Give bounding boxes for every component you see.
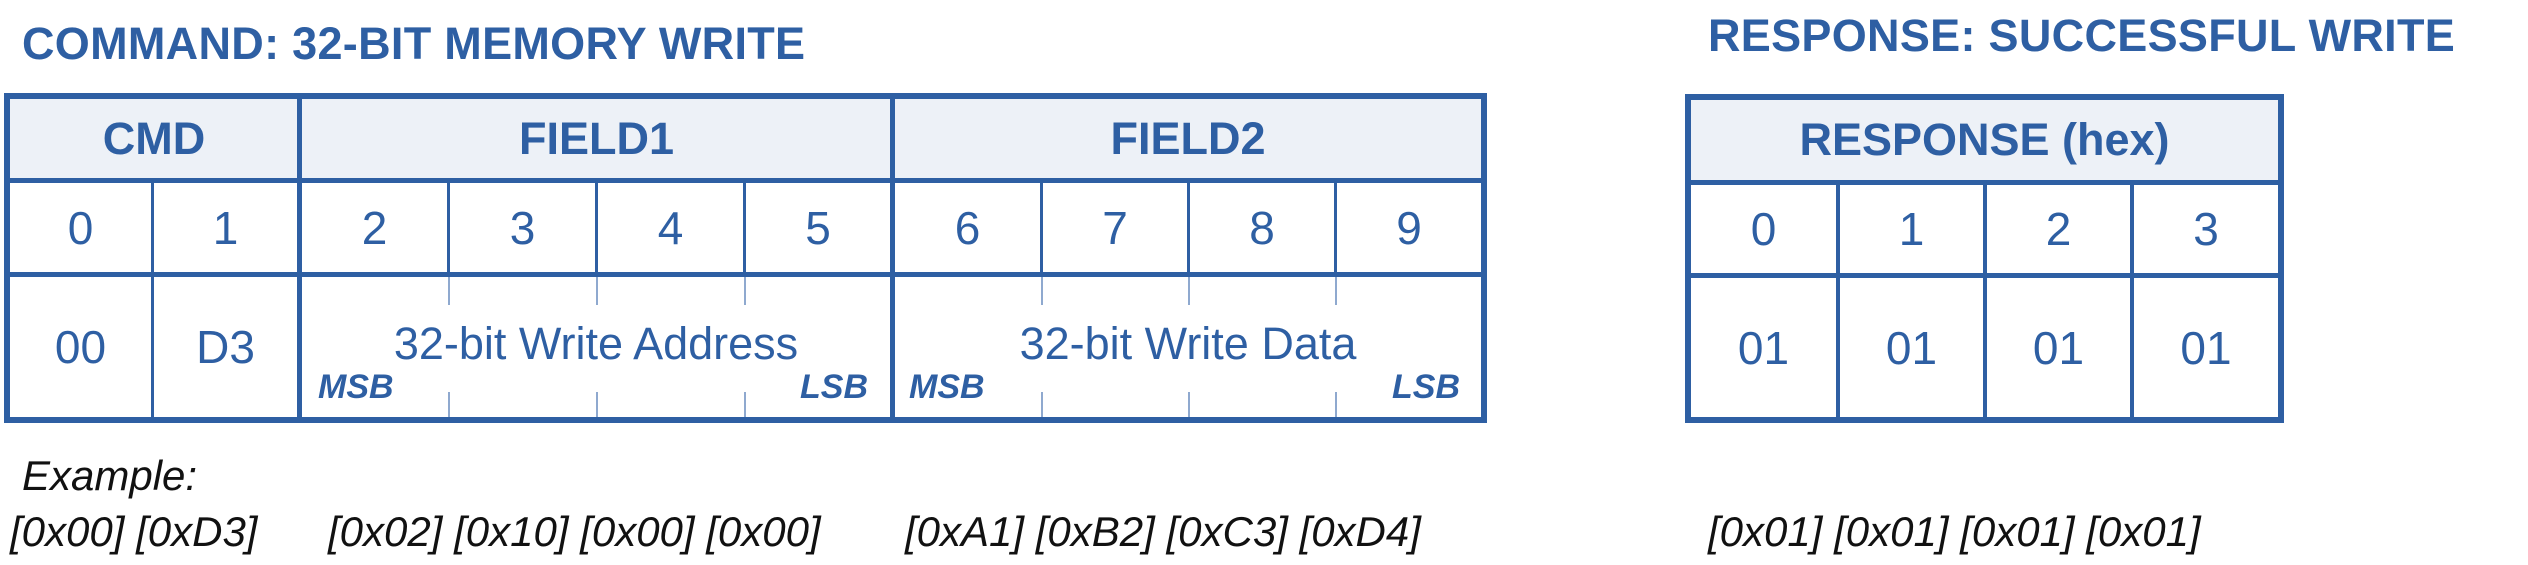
response-value-3: 01 — [2180, 321, 2232, 374]
byte-index-5: 5 — [805, 201, 831, 254]
field1-lsb-label: LSB — [800, 368, 868, 406]
command-title: COMMAND: 32-BIT MEMORY WRITE — [22, 18, 806, 69]
example-field1-bytes: [0x02] [0x10] [0x00] [0x00] — [328, 508, 821, 555]
byte-index-3: 3 — [509, 201, 536, 254]
field2-msb-label: MSB — [909, 368, 985, 406]
response-index-3: 3 — [2193, 203, 2219, 255]
group-divider-field1-field2 — [890, 99, 895, 417]
byte-tick — [596, 392, 598, 417]
row-divider — [10, 272, 1481, 277]
byte-tick — [744, 392, 746, 417]
byte-tick — [1041, 392, 1043, 417]
field1-description: 32-bit Write Address — [393, 318, 799, 369]
response-value-2: 01 — [2032, 321, 2085, 374]
response-byte-divider — [2130, 185, 2134, 417]
cmd-value-1: D3 — [196, 321, 255, 373]
header-field1: FIELD1 — [302, 99, 891, 183]
response-byte-divider — [1836, 185, 1840, 417]
byte-index-6: 6 — [954, 201, 981, 254]
byte-index-2: 2 — [361, 201, 388, 254]
byte-tick — [448, 392, 450, 417]
byte-index-1: 1 — [212, 201, 239, 254]
response-table — [1685, 94, 2284, 423]
byte-divider — [151, 183, 154, 417]
response-title: RESPONSE: SUCCESSFUL WRITE — [1708, 10, 2456, 61]
byte-divider — [1040, 183, 1043, 272]
response-index-0: 0 — [1750, 203, 1777, 255]
byte-divider — [1334, 183, 1337, 272]
byte-tick — [1335, 392, 1337, 417]
byte-index-9: 9 — [1396, 201, 1422, 254]
byte-divider — [743, 183, 746, 272]
example-label: Example: — [22, 452, 198, 499]
byte-tick — [1335, 277, 1337, 305]
byte-tick — [1188, 392, 1190, 417]
response-index-2: 2 — [2045, 203, 2072, 255]
response-value-0: 01 — [1737, 321, 1790, 374]
byte-index-7: 7 — [1102, 201, 1128, 254]
header-field2: FIELD2 — [895, 99, 1481, 183]
example-cmd-bytes: [0x00] [0xD3] — [10, 508, 258, 555]
byte-tick — [744, 277, 746, 305]
field2-lsb-label: LSB — [1392, 368, 1460, 406]
command-packet-table — [4, 93, 1487, 423]
byte-tick — [448, 277, 450, 305]
byte-tick — [1041, 277, 1043, 305]
response-header: RESPONSE (hex) — [1691, 100, 2278, 185]
field1-msb-label: MSB — [318, 368, 394, 406]
response-byte-divider — [1983, 185, 1987, 417]
group-divider-cmd-field1 — [297, 99, 302, 417]
byte-divider — [1187, 183, 1190, 272]
header-cmd: CMD — [10, 99, 298, 183]
response-value-1: 01 — [1885, 321, 1938, 374]
byte-index-8: 8 — [1249, 201, 1275, 254]
byte-index-0: 0 — [67, 201, 94, 254]
example-response-bytes: [0x01] [0x01] [0x01] [0x01] — [1708, 508, 2201, 555]
byte-index-4: 4 — [657, 201, 684, 254]
response-index-1: 1 — [1898, 203, 1925, 255]
example-field2-bytes: [0xA1] [0xB2] [0xC3] [0xD4] — [905, 508, 1421, 555]
field2-description: 32-bit Write Data — [1019, 318, 1357, 369]
cmd-value-0: 00 — [54, 321, 107, 373]
byte-divider — [595, 183, 598, 272]
byte-tick — [596, 277, 598, 305]
byte-divider — [447, 183, 450, 272]
byte-tick — [1188, 277, 1190, 305]
